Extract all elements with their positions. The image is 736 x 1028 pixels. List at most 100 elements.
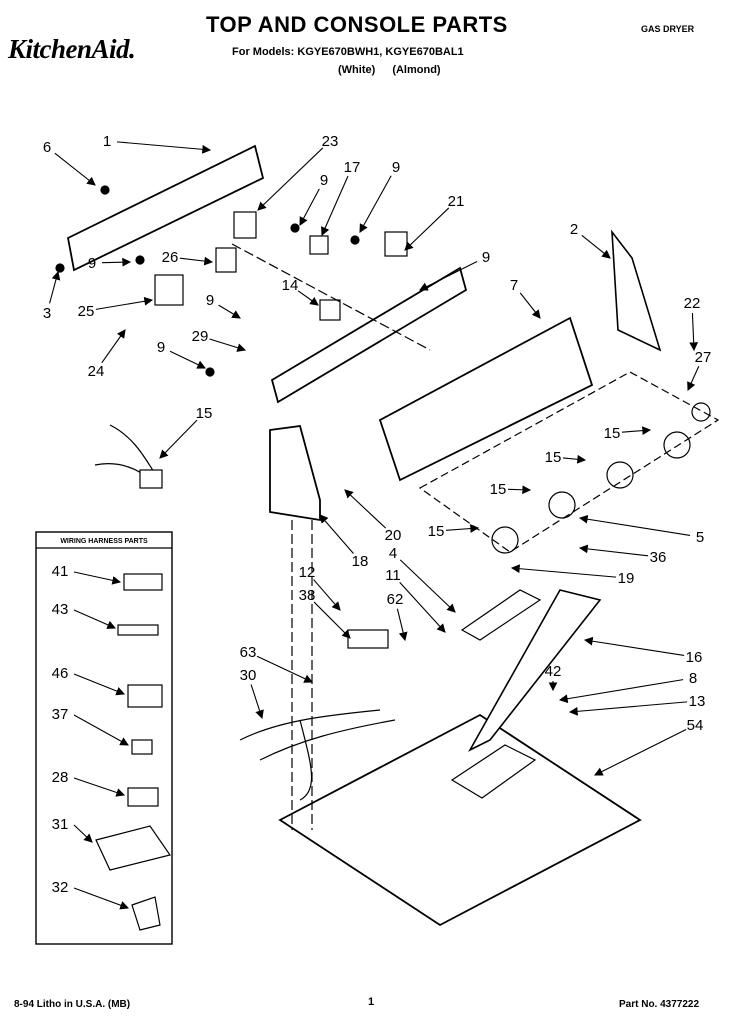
harness-callout-37: 37 [52,706,69,723]
leader-line-18 [319,514,354,554]
leader-line-15 [159,419,198,459]
leader-line-26 [179,256,214,266]
harness-part-37 [131,739,153,755]
callout-62: 62 [387,591,404,608]
callout-9: 9 [88,255,96,272]
leader-line-9 [359,175,392,233]
models-line: For Models: KGYE670BWH1, KGYE670BAL1 [232,46,464,58]
knob-part [663,431,691,459]
timer-part [233,211,257,239]
leader-line-15 [507,485,532,495]
callout-19: 19 [618,570,635,587]
callout-22: 22 [684,295,701,312]
leader-line-9 [419,260,478,291]
screw-part [55,263,65,273]
leader-line-9 [101,257,132,267]
callout-14: 14 [282,277,299,294]
screw-part [290,223,300,233]
leader-line-14 [297,290,319,306]
leader-line-12 [313,579,341,611]
callout-36: 36 [650,549,667,566]
page-number: 1 [368,996,375,1008]
page-title: TOP AND CONSOLE PARTS [206,12,508,37]
bracket-62-part [347,629,389,649]
leader-line-6 [54,152,96,186]
harness-leader-32 [73,887,130,910]
motor-switch-part [154,274,184,306]
knob-part [491,526,519,554]
callout-7: 7 [510,277,518,294]
harness-part-43 [117,624,159,636]
harness-callout-32: 32 [52,879,69,896]
callout-26: 26 [162,249,179,266]
callout-11: 11 [385,567,401,584]
console-rail-part [270,266,468,404]
callout-23: 23 [322,133,339,150]
control-frame-outline [418,371,720,553]
callout-54: 54 [687,717,704,734]
lint-duct-part [450,744,537,799]
callout-15: 15 [545,449,562,466]
callout-9: 9 [157,339,165,356]
screw-part [350,235,360,245]
leader-line-24 [101,329,126,364]
resistor-part [384,231,408,257]
leader-line-1 [116,141,212,154]
leader-line-9 [299,188,320,226]
wiring-harness-box [35,531,173,945]
screw-part [205,367,215,377]
end-cap-part [269,425,321,522]
wiring-harness-part [239,709,396,801]
callout-5: 5 [696,529,704,546]
leader-line-9 [169,350,206,369]
leader-line-16 [583,636,685,657]
color-variants: (White) (Almond) [338,64,455,76]
guide-line [231,243,431,351]
callout-15: 15 [196,405,213,422]
leader-line-22 [689,312,699,352]
harness-callout-43: 43 [52,601,69,618]
harness-callout-46: 46 [52,665,69,682]
callout-1: 1 [103,133,111,150]
callout-9: 9 [482,249,490,266]
lint-housing-part [468,589,602,752]
callout-21: 21 [448,193,465,210]
leader-line-62 [396,608,408,642]
callout-15: 15 [490,481,507,498]
switch-part [215,247,237,273]
harness-leader-46 [73,673,126,696]
console-panel-part [378,316,594,482]
leader-line-15 [445,524,480,533]
leader-line-15 [562,454,587,464]
top-panel-part [278,713,642,927]
callout-30: 30 [240,667,257,684]
callout-9: 9 [392,159,400,176]
callout-27: 27 [695,349,712,366]
harness-callout-28: 28 [52,769,69,786]
leader-line-11 [399,582,446,633]
leader-line-21 [404,207,450,251]
callout-42: 42 [545,663,562,680]
leader-line-8 [558,679,684,704]
signal-part [319,299,341,321]
leader-line-29 [209,338,247,352]
leader-line-9 [218,304,241,319]
callout-6: 6 [43,139,51,156]
harness-part-31 [95,825,171,871]
leader-line-15 [621,426,652,435]
screw-part [100,185,110,195]
harness-leader-41 [73,571,122,585]
knob-part [606,461,634,489]
harness-part-28 [127,787,159,807]
leader-line-54 [594,728,687,776]
leader-lines [49,141,700,910]
callout-29: 29 [192,328,209,345]
product-type: GAS DRYER [641,24,695,34]
callout-15: 15 [428,523,445,540]
part-number: Part No. 4377222 [619,999,700,1010]
leader-line-5 [578,514,691,536]
callout-63: 63 [240,644,257,661]
brand-logo: KitchenAid. [8,34,136,64]
leader-line-2 [581,234,611,259]
